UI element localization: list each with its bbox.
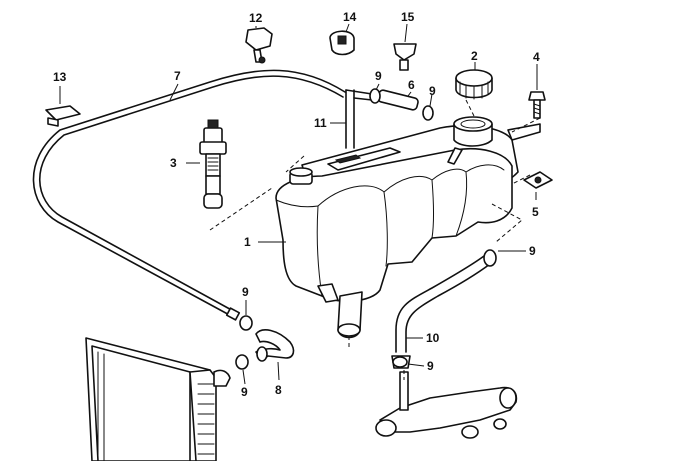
assembly-lines (209, 99, 541, 380)
callout-2: 2 (471, 49, 478, 63)
leader-lines (59, 23, 538, 385)
callout-11: 11 (314, 116, 327, 130)
callout-1: 1 (244, 235, 251, 249)
lower-hose-part-10 (391, 249, 497, 369)
callout-14: 14 (343, 10, 357, 24)
hose-clamp-icon (369, 88, 381, 104)
clip-part-14 (329, 30, 355, 56)
bracket-part-13 (45, 105, 81, 127)
radiator-hose-part-8 (235, 315, 295, 370)
callout-4: 4 (533, 50, 540, 64)
bolt-part-4 (528, 91, 546, 119)
engine-water-pipe (375, 371, 518, 439)
radiator (85, 337, 231, 461)
callout-5: 5 (532, 205, 539, 219)
clip-nut-part-5 (523, 171, 553, 189)
hose-clamp-icon (422, 105, 434, 121)
hose-clamp-icon (235, 354, 249, 370)
callout-9-left-lower: 9 (241, 385, 248, 399)
callout-12: 12 (249, 11, 263, 25)
filler-cap-part-2 (455, 69, 493, 100)
short-hose-part-6 (369, 88, 434, 121)
callout-numbers: 1 2 3 4 5 6 7 8 9 9 9 9 9 9 10 11 12 13 … (53, 10, 540, 399)
callout-9-bottom: 9 (427, 359, 434, 373)
vent-hose-part-7 (32, 69, 346, 321)
hose-clamp-icon (239, 315, 253, 331)
callout-3: 3 (170, 156, 177, 170)
vent-pipe-part-11 (345, 89, 373, 149)
clip-part-15 (393, 43, 417, 71)
callout-15: 15 (401, 10, 415, 24)
callout-10: 10 (426, 331, 440, 345)
level-sensor-part-3 (199, 119, 227, 209)
callout-8: 8 (275, 383, 282, 397)
callout-9-left-upper: 9 (242, 285, 249, 299)
callout-9-top-right: 9 (429, 84, 436, 98)
expansion-tank-part-1 (275, 116, 541, 339)
callout-9-right: 9 (529, 244, 536, 258)
callout-6: 6 (408, 78, 415, 92)
callout-7: 7 (174, 69, 181, 83)
hose-clamp-icon (392, 356, 408, 368)
hose-clamp-icon (483, 249, 497, 267)
callout-13: 13 (53, 70, 67, 84)
callout-9-top-left: 9 (375, 69, 382, 83)
clip-part-12 (245, 27, 273, 64)
